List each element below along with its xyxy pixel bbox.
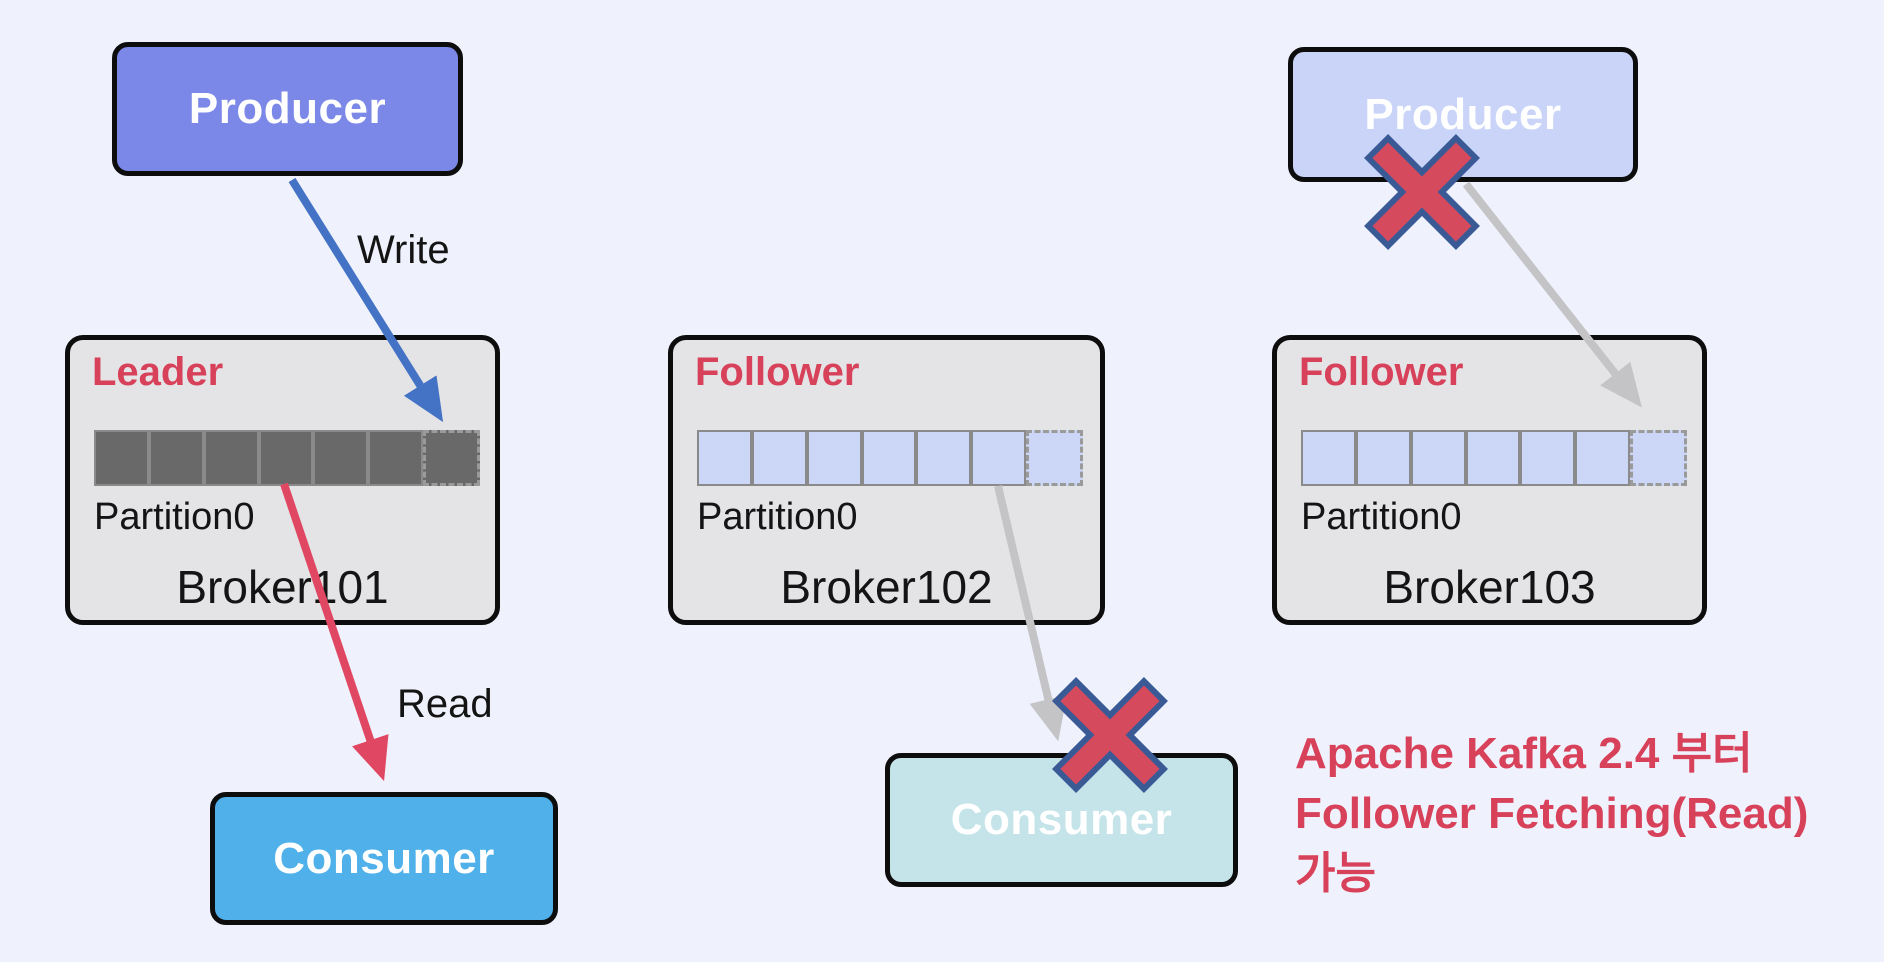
producer-node-right: Producer bbox=[1288, 47, 1638, 182]
partition-segment bbox=[916, 430, 972, 486]
write-edge-label: Write bbox=[357, 228, 450, 272]
partition-segment bbox=[94, 430, 149, 486]
note-line-3: 가능 bbox=[1295, 849, 1376, 898]
broker-role-label: Follower bbox=[695, 350, 860, 394]
partition-segment bbox=[368, 430, 424, 486]
partition-segment bbox=[1630, 430, 1688, 486]
partition-segment bbox=[1026, 430, 1084, 486]
broker101-box: Leader Partition0 Broker101 bbox=[65, 335, 500, 625]
partition-segment bbox=[971, 430, 1027, 486]
note-line-1: Apache Kafka 2.4 부터 bbox=[1295, 729, 1753, 778]
broker-role-label: Leader bbox=[92, 350, 224, 394]
consumer-node-left: Consumer bbox=[210, 792, 558, 925]
consumer-label: Consumer bbox=[273, 833, 495, 883]
producer-label: Producer bbox=[1364, 89, 1562, 139]
partition-segment bbox=[1520, 430, 1576, 486]
consumer-node-middle: Consumer bbox=[885, 753, 1238, 887]
partition-segment bbox=[1465, 430, 1521, 486]
partition-segment bbox=[423, 430, 481, 486]
partition-label: Partition0 bbox=[697, 496, 858, 538]
partition-label: Partition0 bbox=[94, 496, 255, 538]
broker102-box: Follower Partition0 Broker102 bbox=[668, 335, 1105, 625]
partition-segment bbox=[258, 430, 314, 486]
consumer-label: Consumer bbox=[950, 795, 1173, 844]
producer-label: Producer bbox=[188, 84, 387, 133]
partition-label: Partition0 bbox=[1301, 496, 1462, 538]
partition-segment bbox=[697, 430, 752, 486]
broker103-box: Follower Partition0 Broker103 bbox=[1272, 335, 1707, 625]
partition-segment bbox=[751, 430, 807, 486]
read-edge-label: Read bbox=[397, 682, 493, 726]
producer-node-left: Producer bbox=[112, 42, 463, 176]
broker-role-label: Follower bbox=[1299, 350, 1464, 394]
broker-name: Broker102 bbox=[780, 561, 993, 613]
partition-bar bbox=[697, 430, 1084, 486]
partition-segment bbox=[806, 430, 862, 486]
note-line-2: Follower Fetching(Read) bbox=[1295, 789, 1809, 838]
broker-name: Broker103 bbox=[1383, 561, 1596, 613]
kafka-note-text: Apache Kafka 2.4 부터 Follower Fetching(Re… bbox=[1295, 724, 1808, 904]
broker-name: Broker101 bbox=[176, 561, 389, 613]
partition-segment bbox=[1301, 430, 1356, 486]
partition-bar bbox=[94, 430, 481, 486]
partition-segment bbox=[1575, 430, 1631, 486]
partition-segment bbox=[203, 430, 259, 486]
partition-segment bbox=[313, 430, 369, 486]
partition-bar bbox=[1301, 430, 1688, 486]
partition-segment bbox=[861, 430, 917, 486]
partition-segment bbox=[1410, 430, 1466, 486]
partition-segment bbox=[1355, 430, 1411, 486]
partition-segment bbox=[148, 430, 204, 486]
